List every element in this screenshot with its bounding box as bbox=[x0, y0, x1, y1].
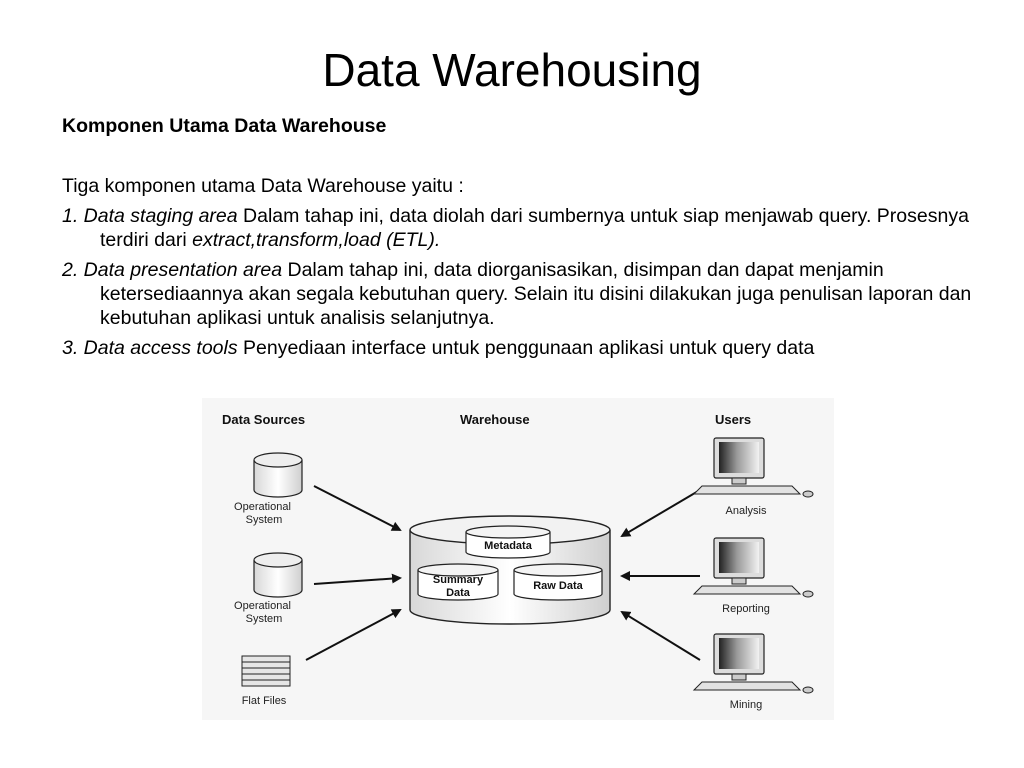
item-text: Penyediaan interface untuk penggunaan ap… bbox=[237, 337, 815, 359]
source-label-1-line1: Operational bbox=[234, 501, 291, 513]
source-label-2-line2: System bbox=[246, 613, 283, 625]
intro-text: Tiga komponen utama Data Warehouse yaitu… bbox=[62, 175, 464, 197]
source-label-1: Operational System bbox=[234, 501, 294, 526]
source-label-2-line1: Operational bbox=[234, 600, 291, 612]
slide-title: Data Warehousing bbox=[322, 44, 702, 96]
item-term: 1. Data staging area bbox=[62, 205, 238, 227]
arrow-user-3 bbox=[620, 610, 701, 661]
item-text: Dalam tahap ini, data diolah dari sumber… bbox=[100, 205, 969, 251]
header-data-sources: Data Sources bbox=[222, 412, 305, 427]
computer-icon bbox=[692, 633, 814, 694]
arrow-source-1 bbox=[313, 485, 402, 531]
raw-data-cylinder bbox=[513, 563, 603, 601]
slide-subtitle: Komponen Utama Data Warehouse bbox=[62, 115, 387, 137]
summary-label-line2: Data bbox=[446, 587, 471, 599]
header-users: Users bbox=[715, 412, 751, 427]
summary-label-line1: Summary bbox=[433, 574, 484, 586]
component-item-staging: 1. Data staging area Dalam tahap ini, da… bbox=[62, 204, 992, 252]
user-label-3: Mining bbox=[730, 699, 762, 711]
flat-files-icon bbox=[241, 655, 291, 687]
arrow-source-3 bbox=[305, 609, 402, 661]
metadata-label: Metadata bbox=[484, 540, 533, 552]
user-label-2: Reporting bbox=[722, 603, 770, 615]
metadata-cylinder bbox=[465, 525, 551, 559]
source-label-1-line2: System bbox=[246, 514, 283, 526]
warehouse-diagram: Data Sources Warehouse Users Operational… bbox=[202, 398, 834, 720]
raw-data-label: Raw Data bbox=[533, 580, 583, 592]
database-icon bbox=[253, 452, 303, 498]
source-label-2: Operational System bbox=[234, 600, 294, 625]
summary-data-cylinder bbox=[417, 563, 499, 601]
header-warehouse: Warehouse bbox=[460, 412, 530, 427]
item-text: Dalam tahap ini, data diorganisasikan, d… bbox=[100, 259, 972, 329]
item-term: 3. Data access tools bbox=[62, 337, 238, 359]
component-item-presentation: 2. Data presentation area Dalam tahap in… bbox=[62, 258, 992, 330]
item-term: 2. Data presentation area bbox=[62, 259, 283, 281]
database-icon bbox=[253, 552, 303, 598]
arrow-source-2 bbox=[313, 573, 402, 585]
computer-icon bbox=[692, 437, 814, 498]
computer-icon bbox=[692, 537, 814, 598]
user-label-1: Analysis bbox=[726, 505, 767, 517]
arrow-user-1 bbox=[620, 489, 701, 538]
item-tail: extract,transform,load (ETL). bbox=[192, 229, 441, 251]
slide-body: Komponen Utama Data Warehouse Tiga kompo… bbox=[62, 114, 992, 366]
component-item-access-tools: 3. Data access tools Penyediaan interfac… bbox=[62, 336, 992, 360]
source-label-3: Flat Files bbox=[242, 695, 287, 707]
